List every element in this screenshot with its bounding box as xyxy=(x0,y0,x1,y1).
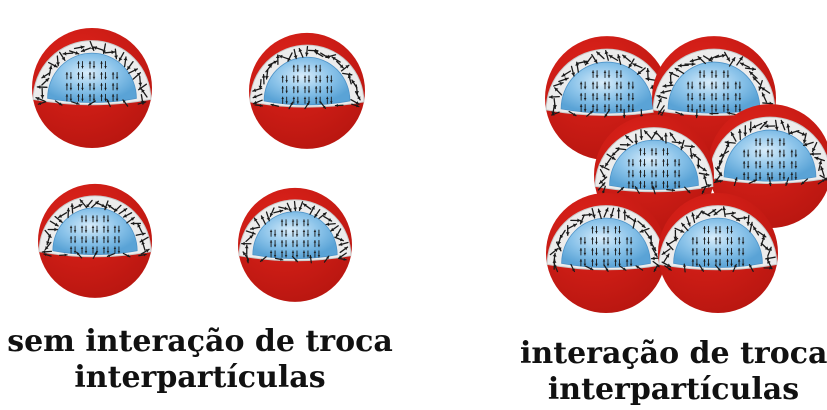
nanoparticle xyxy=(658,193,778,313)
caption-left-line1: sem interação de troca xyxy=(7,324,393,359)
surface-spins xyxy=(597,129,712,195)
magnetic-core xyxy=(673,217,763,268)
clustered-particles-group xyxy=(545,36,827,313)
nanoparticle xyxy=(708,104,827,229)
nanoparticle xyxy=(249,32,365,149)
core-spins xyxy=(742,138,798,180)
magnetic-core xyxy=(47,52,137,103)
core-spins xyxy=(627,148,681,189)
surface-spins xyxy=(252,45,361,110)
surface-spins xyxy=(661,206,776,273)
magnetic-core xyxy=(52,207,138,255)
magnetic-core xyxy=(263,56,351,106)
surface-spins xyxy=(549,207,662,273)
core-spins xyxy=(691,226,745,267)
core-spins xyxy=(269,219,321,258)
magnetic-core xyxy=(609,139,699,190)
surface-spins xyxy=(713,119,827,187)
nanoparticle xyxy=(238,187,352,302)
core-spins xyxy=(65,61,119,102)
core-spins xyxy=(579,70,635,112)
nanoparticle xyxy=(38,183,152,298)
caption-right-line1: interação de troca xyxy=(520,336,827,371)
caption-no-exchange-interaction: sem interação de troca interpartículas xyxy=(0,324,400,396)
magnetic-core xyxy=(561,217,651,268)
isolated-particles-group xyxy=(32,28,365,302)
magnetic-core xyxy=(723,129,817,182)
core-spins xyxy=(69,215,121,254)
surface-spins xyxy=(241,200,349,264)
caption-right-line2: interpartículas xyxy=(547,372,800,407)
core-spins xyxy=(281,64,333,104)
nanoparticle xyxy=(32,28,152,148)
magnetic-core xyxy=(252,211,338,259)
caption-left-line2: interpartículas xyxy=(74,360,326,395)
surface-spins xyxy=(35,40,148,108)
caption-exchange-interaction: interação de troca interpartículas xyxy=(520,336,827,408)
surface-spins xyxy=(41,199,150,259)
nanoparticle xyxy=(546,193,666,313)
core-spins xyxy=(579,226,633,267)
core-spins xyxy=(686,70,742,112)
magnetic-core xyxy=(667,61,761,114)
